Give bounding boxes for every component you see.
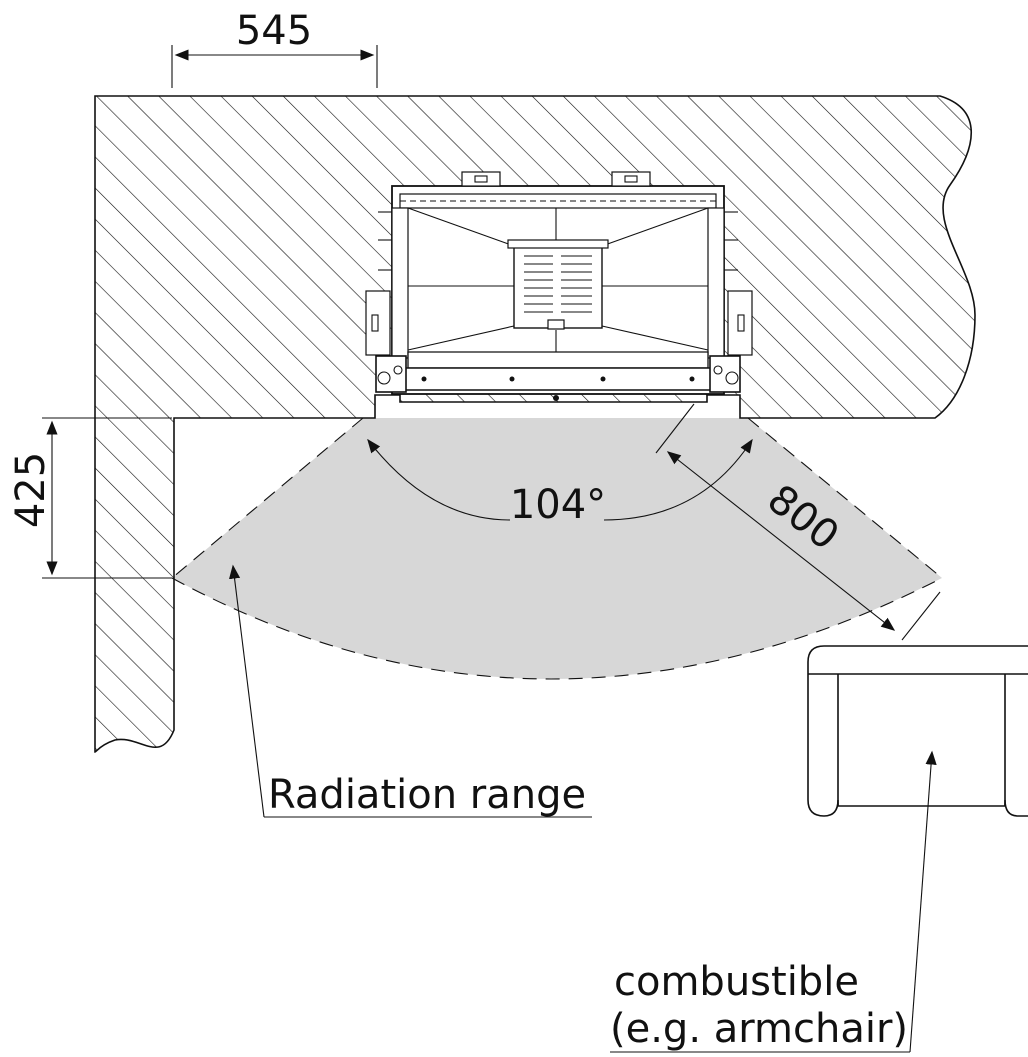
dimension-425: 425 bbox=[8, 417, 172, 579]
combustible-callout: combustible (e.g. armchair) bbox=[610, 750, 937, 1053]
dimension-545-label: 545 bbox=[236, 8, 312, 54]
dimension-angle: 104° bbox=[367, 438, 753, 528]
combustible-label-line1: combustible bbox=[614, 959, 859, 1005]
combustible-label-line2: (e.g. armchair) bbox=[610, 1006, 908, 1052]
radiation-range-label: Radiation range bbox=[268, 772, 586, 818]
dimension-425-label: 425 bbox=[8, 452, 54, 528]
fireplace-insert bbox=[365, 171, 753, 401]
armchair bbox=[807, 645, 1028, 817]
dimension-545: 545 bbox=[171, 8, 378, 88]
radiation-range-callout: Radiation range bbox=[228, 564, 592, 818]
wall-section bbox=[94, 95, 976, 753]
dimension-angle-label: 104° bbox=[510, 482, 606, 528]
